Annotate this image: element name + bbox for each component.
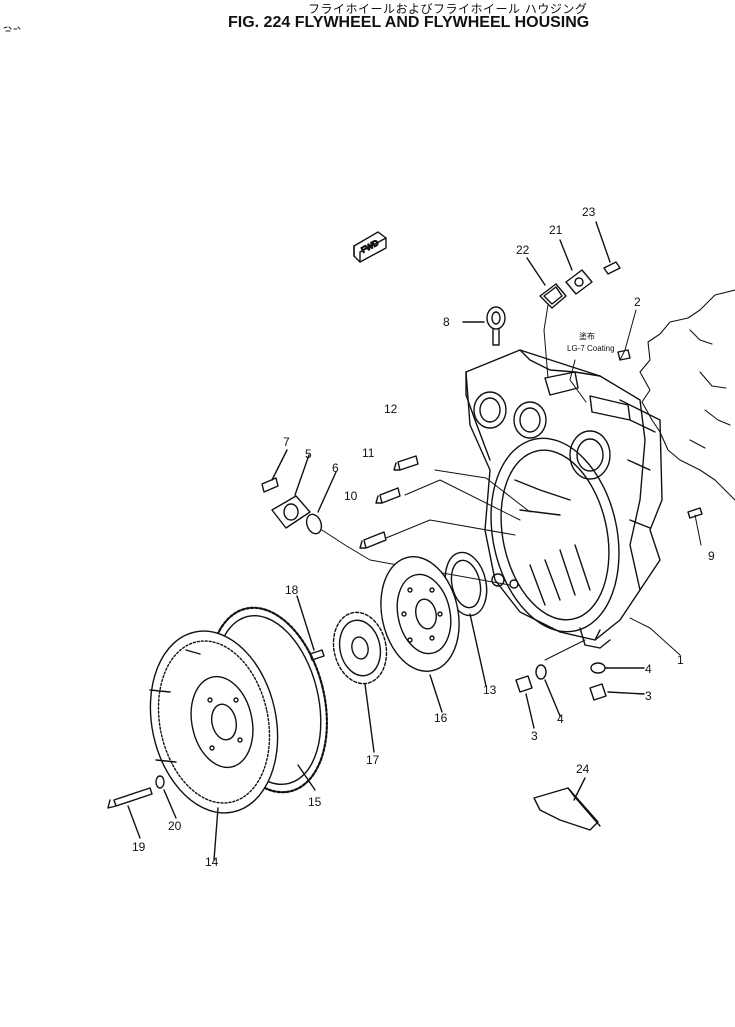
damper-disc <box>380 556 460 713</box>
eye-bolt <box>462 306 506 346</box>
part-label-9: 9 <box>708 549 715 563</box>
part-label-1: 1 <box>677 653 684 667</box>
coating-note-text: LG-7 Coating <box>567 344 615 353</box>
part-label-8: 8 <box>443 315 450 329</box>
fwd-arrow-icon: FWD <box>353 231 387 263</box>
part-label-2: 2 <box>634 295 641 309</box>
part-label-21: 21 <box>549 223 563 237</box>
part-label-18: 18 <box>285 583 299 597</box>
figure-title: FIG. 224 FLYWHEEL AND FLYWHEEL HOUSING <box>228 14 590 31</box>
part-label-22: 22 <box>516 243 530 257</box>
coating-note-symbol: 塗布 <box>579 331 595 341</box>
engine-block-outline <box>639 289 735 501</box>
part-label-11: 11 <box>362 446 375 460</box>
part-label-10: 10 <box>344 489 358 503</box>
dowel-pin <box>687 507 703 519</box>
part-label-15: 15 <box>308 795 322 809</box>
part-label-16: 16 <box>434 711 448 725</box>
part-label-7: 7 <box>283 435 290 449</box>
scan-speckle <box>3 26 21 32</box>
drain-plugs <box>515 662 645 729</box>
flywheel-housing <box>465 349 663 649</box>
access-cover-group <box>261 449 337 535</box>
part-label-13: 13 <box>483 683 497 697</box>
part-label-3a: 3 <box>531 729 538 743</box>
part-label-6: 6 <box>332 461 339 475</box>
part-label-3b: 3 <box>645 689 652 703</box>
part-label-4b: 4 <box>645 662 652 676</box>
housing-bolts <box>359 455 419 549</box>
pilot-gear <box>332 611 388 753</box>
plug <box>617 349 631 361</box>
part-label-4a: 4 <box>557 712 564 726</box>
flywheel-bolt-group <box>107 775 177 839</box>
flywheel <box>149 630 279 861</box>
part-label-20: 20 <box>168 819 182 833</box>
coating-note: 塗布 LG-7 Coating <box>567 331 615 353</box>
part-label-5: 5 <box>305 447 312 461</box>
part-label-23: 23 <box>582 205 596 219</box>
cover-gasket-group <box>526 221 621 309</box>
part-label-24: 24 <box>576 762 590 776</box>
part-label-14: 14 <box>205 855 219 869</box>
part-label-12: 12 <box>384 402 398 416</box>
service-tool <box>533 777 601 831</box>
part-label-19: 19 <box>132 840 146 854</box>
title-japanese: フライホイールおよびフライホイール ハウジング <box>308 2 588 16</box>
part-label-17: 17 <box>366 753 380 767</box>
part-number-labels: 1 2 3 3 4 4 5 6 7 8 9 10 11 12 13 14 15 … <box>132 205 715 869</box>
